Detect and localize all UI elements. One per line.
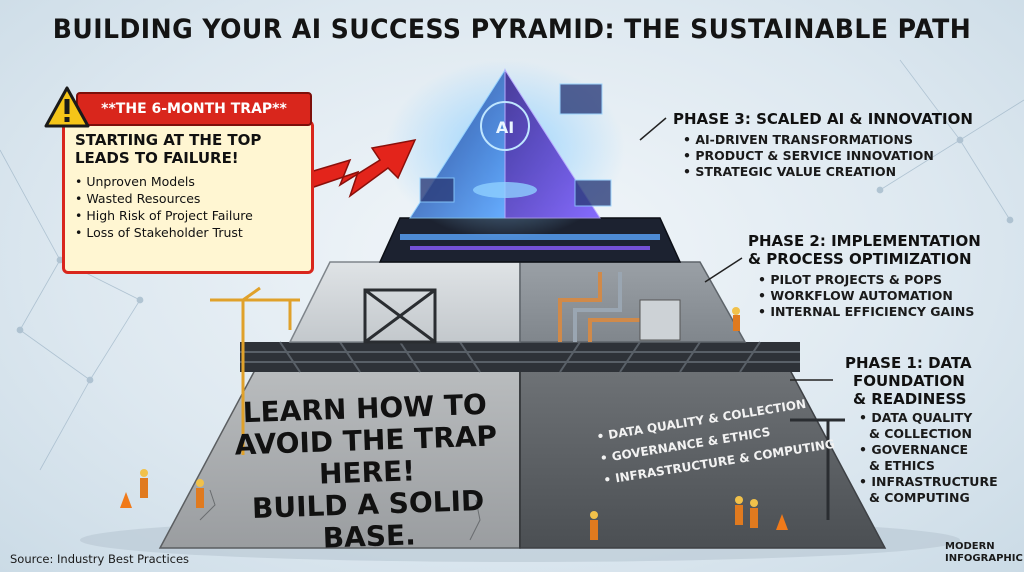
phase-2-item: PILOT PROJECTS & POPS	[758, 272, 981, 288]
middle-tier-right-face	[519, 261, 747, 343]
brand-line: MODERN	[945, 541, 995, 552]
trap-list: Unproven Models Wasted Resources High Ri…	[75, 173, 253, 241]
phase-1-title-line2: FOUNDATION	[853, 372, 965, 390]
trap-item: High Risk of Project Failure	[75, 207, 252, 224]
phase-1-item: DATA QUALITY& COLLECTION	[859, 410, 998, 442]
page-title: BUILDING YOUR AI SUCCESS PYRAMID: THE SU…	[52, 14, 972, 45]
trap-item: Wasted Resources	[75, 190, 253, 207]
red-arrow-icon	[299, 139, 417, 199]
trap-subheading: STARTING AT THE TOP LEADS TO FAILURE!	[75, 131, 262, 167]
phase-1-label: PHASE 1: DATA FOUNDATION & READINESS DAT…	[845, 354, 998, 506]
base-call-to-action: LEARN HOW TO AVOID THE TRAP HERE! BUILD …	[229, 388, 504, 557]
traffic-cones	[120, 492, 788, 530]
trap-body: STARTING AT THE TOP LEADS TO FAILURE! Un…	[62, 120, 314, 274]
warning-triangle-icon	[44, 86, 90, 128]
brain-icon	[480, 101, 530, 151]
phase-3-item: AI-DRIVEN TRANSFORMATIONS	[683, 132, 973, 148]
trap-item: Unproven Models	[75, 173, 253, 190]
trap-item: Loss of Stakeholder Trust	[75, 224, 253, 241]
phase-2-item: INTERNAL EFFICIENCY GAINS	[758, 304, 981, 320]
phase-1-item: GOVERNANCE& ETHICS	[859, 442, 998, 474]
pipes	[558, 272, 640, 342]
crane-left	[210, 286, 300, 455]
phase-3-title: PHASE 3: SCALED AI & INNOVATION	[673, 110, 973, 128]
trap-heading: **THE 6-MONTH TRAP**	[76, 92, 312, 126]
pointer-phase3	[639, 117, 667, 141]
pointer-phase2	[704, 257, 743, 283]
cta-line: BUILD A SOLID BASE.	[251, 483, 485, 555]
scaffold-frame	[363, 288, 437, 344]
brand-line: INFOGRAPHIC	[945, 553, 1023, 564]
phase-1-item: INFRASTRUCTURE& COMPUTING	[859, 474, 998, 506]
phase-2-title-line1: PHASE 2: IMPLEMENTATION	[748, 232, 981, 250]
phase-2-label: PHASE 2: IMPLEMENTATION & PROCESS OPTIMI…	[748, 232, 981, 320]
phase-1-title-line1: PHASE 1: DATA	[845, 354, 972, 372]
trap-callout: STARTING AT THE TOP LEADS TO FAILURE! Un…	[44, 86, 314, 274]
cta-line: AVOID THE TRAP HERE!	[234, 419, 498, 491]
worker-figures	[140, 307, 758, 540]
source-note: Source: Industry Best Practices	[10, 552, 190, 566]
phase-2-item: WORKFLOW AUTOMATION	[758, 288, 981, 304]
phase-3-item: PRODUCT & SERVICE INNOVATION	[683, 148, 973, 164]
phase-2-title-line2: & PROCESS OPTIMIZATION	[748, 250, 972, 268]
server-box	[639, 299, 681, 341]
phase-3-label: PHASE 3: SCALED AI & INNOVATION AI-DRIVE…	[673, 110, 973, 180]
brand-label: MODERN INFOGRAPHIC	[945, 541, 1023, 565]
middle-tier-left-face	[288, 261, 521, 343]
phase-3-item: STRATEGIC VALUE CREATION	[683, 164, 973, 180]
steel-frame-deck	[240, 342, 800, 372]
apex-ai-label: AI	[495, 118, 515, 137]
phase-1-title-line3: & READINESS	[853, 390, 967, 408]
